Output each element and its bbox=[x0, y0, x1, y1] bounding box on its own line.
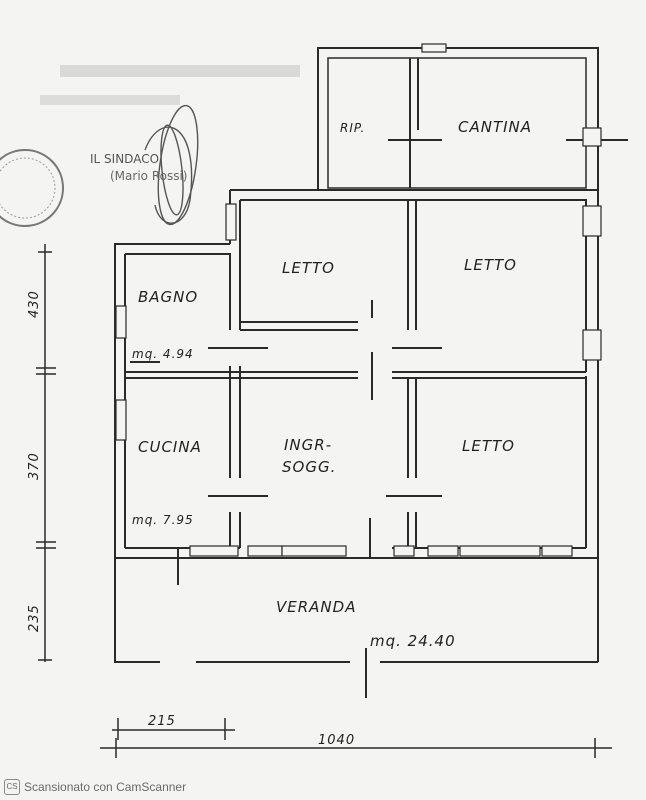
room-label-rip: RIP. bbox=[340, 121, 365, 135]
windows bbox=[115, 43, 602, 557]
stamp-text: IL SINDACO bbox=[90, 152, 159, 166]
vertical-dimension-line bbox=[36, 244, 56, 662]
horizontal-dimension-lines bbox=[100, 718, 612, 758]
scan-smudge bbox=[60, 65, 300, 77]
municipal-seal bbox=[0, 149, 64, 227]
scan-smudge bbox=[40, 95, 180, 105]
dimension-label-1: 430 bbox=[27, 290, 42, 318]
room-label-bagno: BAGNO bbox=[138, 288, 198, 306]
room-label-cucina: CUCINA bbox=[138, 438, 202, 456]
room-label-soggiorno: SOGG. bbox=[282, 458, 336, 476]
room-label-ingresso: INGR- bbox=[284, 436, 332, 454]
dimension-label-3: 235 bbox=[27, 604, 42, 632]
area-bagno: mq. 4.94 bbox=[132, 347, 194, 361]
dimension-label-2: 370 bbox=[27, 452, 42, 480]
room-label-veranda: VERANDA bbox=[276, 598, 356, 616]
area-veranda: mq. 24.40 bbox=[370, 632, 456, 650]
scanner-footer: CS Scansionato con CamScanner bbox=[4, 778, 186, 796]
room-label-letto-2: LETTO bbox=[464, 256, 517, 274]
room-label-cantina: CANTINA bbox=[458, 118, 532, 136]
stamp-signature-text: (Mario Rossi) bbox=[110, 169, 187, 183]
camscanner-logo-icon: CS bbox=[4, 779, 20, 795]
scale-label: 215 bbox=[148, 714, 176, 729]
total-width-label: 1040 bbox=[318, 733, 355, 748]
room-label-letto-1: LETTO bbox=[282, 259, 335, 277]
scanner-footer-text: Scansionato con CamScanner bbox=[24, 780, 187, 794]
room-label-letto-3: LETTO bbox=[462, 437, 515, 455]
walls bbox=[114, 47, 628, 698]
area-cucina: mq. 7.95 bbox=[132, 513, 194, 527]
signature bbox=[144, 104, 199, 226]
